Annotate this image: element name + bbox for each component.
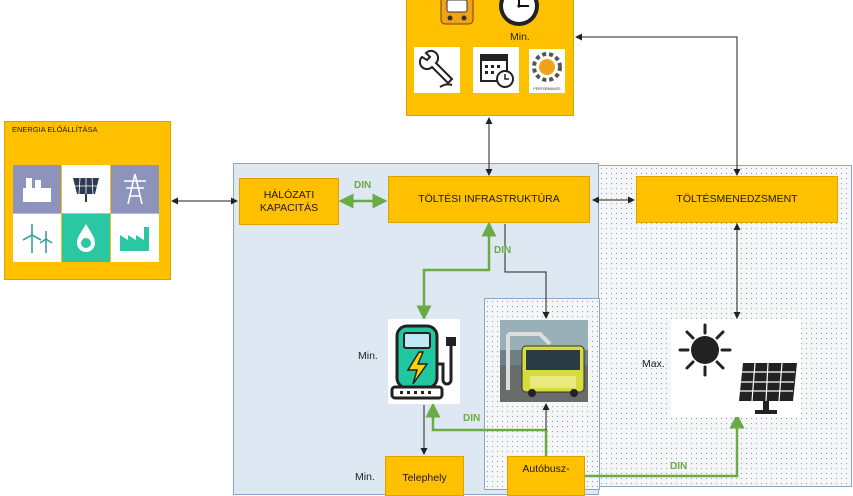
calendar-clock-icon — [473, 47, 519, 93]
sun-solar-panel-icon — [671, 319, 801, 417]
svg-text:PERFORMANCE: PERFORMANCE — [533, 87, 561, 91]
power-pylon-icon — [111, 165, 159, 213]
infra-bus-connector — [504, 224, 550, 319]
clock-icon — [496, 0, 542, 30]
electric-bus-photo-icon — [500, 320, 588, 402]
depot-box: Telephely — [385, 456, 464, 496]
din-label-grid: DIN — [354, 180, 372, 191]
solar-panel-icon — [62, 165, 110, 213]
charging-infrastructure-box: TÖLTÉSI INFRASTRUKTÚRA — [388, 176, 590, 223]
ev-charger-icon — [388, 319, 460, 404]
depot-min-label: Min. — [355, 471, 375, 483]
charger-min-label: Min. — [358, 350, 378, 362]
wrench-hand-icon — [414, 47, 460, 93]
bus-box: Autóbusz- — [507, 456, 585, 496]
solar-max-label: Max. — [642, 358, 665, 370]
top-min-label: Min. — [510, 31, 530, 43]
energy-box-title: ENERGIA ELŐÁLLÍTÁSA — [12, 125, 98, 134]
hydro-drop-icon — [62, 214, 110, 262]
connector-lines — [171, 33, 745, 478]
performance-gear-icon: PERFORMANCE — [529, 49, 565, 93]
charger-bus-din-arrow — [425, 402, 548, 456]
din-label-solar: DIN — [670, 461, 688, 472]
bus-solar-din-arrow — [585, 413, 745, 478]
top-management-connector — [575, 33, 741, 176]
charge-management-box: TÖLTÉSMENEDZSMENT — [636, 176, 838, 223]
din-label-infra: DIN — [494, 245, 512, 256]
power-plant-icon — [13, 165, 61, 213]
infra-charger-din-arrow — [416, 221, 497, 321]
din-label-charger: DIN — [463, 413, 481, 424]
factory-icon — [111, 214, 159, 262]
bus-icon — [440, 0, 474, 26]
wind-turbine-icon — [13, 214, 61, 262]
grid-capacity-box: HÁLÓZATI KAPACITÁS — [239, 178, 339, 225]
